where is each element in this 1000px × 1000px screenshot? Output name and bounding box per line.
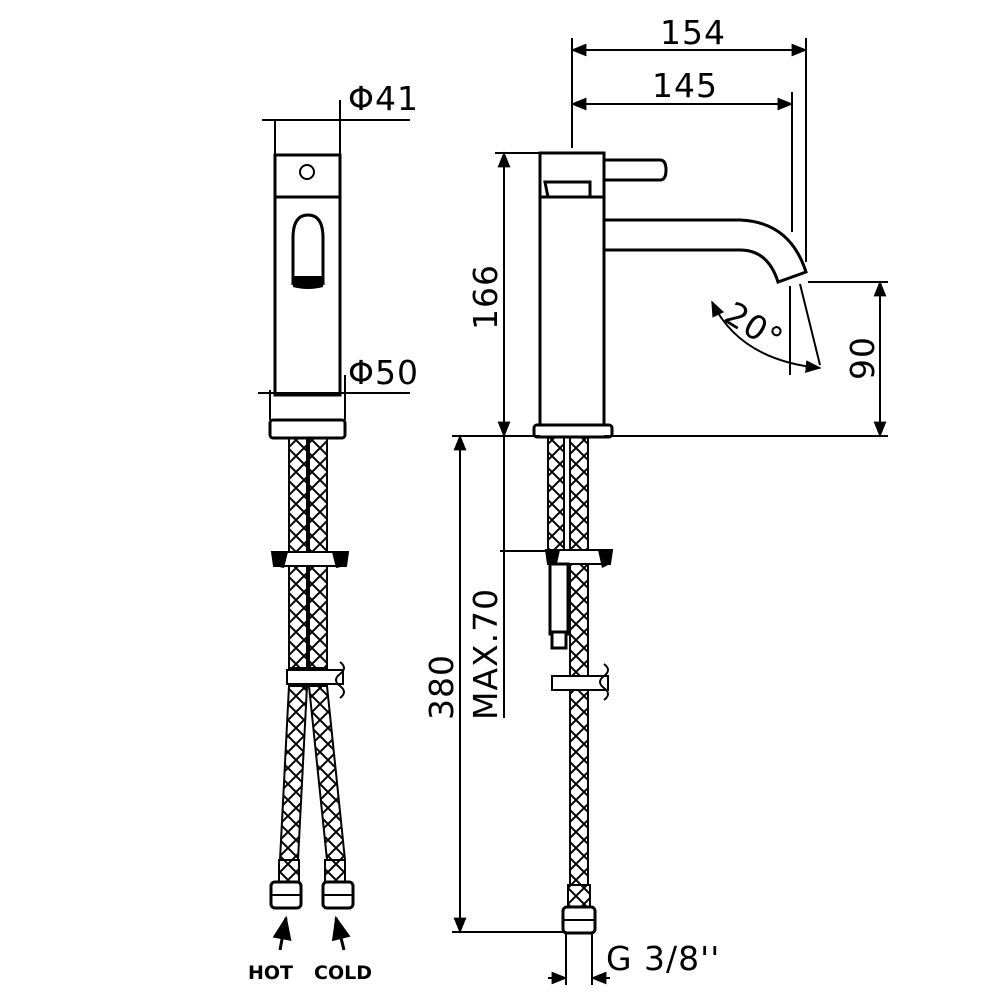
side-base-ring bbox=[532, 423, 614, 439]
side-spout bbox=[602, 218, 808, 284]
hot-label: HOT bbox=[248, 962, 293, 984]
dim-thread-label: G 3/8'' bbox=[606, 939, 720, 978]
dim-20deg-label: 20° bbox=[718, 294, 791, 360]
dim-phi50-label: Φ50 bbox=[348, 353, 419, 392]
front-handle-pin bbox=[299, 164, 315, 180]
side-hose-lower bbox=[569, 689, 589, 886]
dim-max70-label: MAX.70 bbox=[466, 588, 505, 720]
side-threaded-rod bbox=[547, 436, 565, 553]
front-view: Φ41 Φ50 bbox=[248, 79, 419, 984]
dim-154-label: 154 bbox=[660, 13, 726, 52]
dim-phi41-label: Φ41 bbox=[348, 79, 419, 118]
dim-90-label: 90 bbox=[843, 336, 882, 380]
dim-166-label: 166 bbox=[466, 264, 505, 330]
side-fixing-stud bbox=[548, 562, 570, 636]
cold-label: COLD bbox=[314, 962, 372, 984]
front-hose-cold bbox=[307, 685, 347, 861]
front-body bbox=[273, 153, 342, 397]
side-view: 154 145 166 90 20° bbox=[422, 13, 888, 985]
side-lever-handle[interactable] bbox=[602, 158, 668, 182]
front-outlet-slot bbox=[291, 213, 325, 285]
dim-380-label: 380 bbox=[422, 654, 461, 720]
front-hose-hot bbox=[278, 685, 309, 861]
dim-arc-20deg bbox=[711, 300, 822, 373]
dim-145-label: 145 bbox=[652, 66, 718, 105]
cold-arrow-icon bbox=[331, 915, 351, 951]
front-base-ring bbox=[268, 418, 347, 440]
hot-arrow-icon bbox=[272, 915, 292, 951]
